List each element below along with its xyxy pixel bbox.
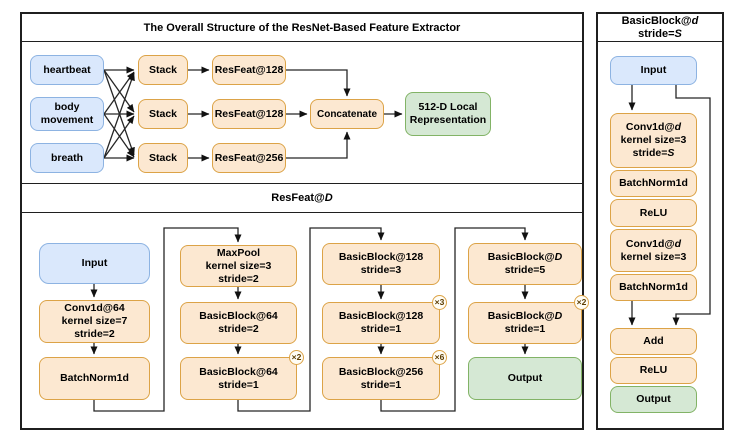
repeat-x2-badge-bbD: ×2 (574, 295, 589, 310)
resfeat-output-node: Output (468, 357, 582, 400)
resfeat256-node: ResFeat@256 (212, 143, 286, 173)
stack-node-2: Stack (138, 99, 188, 129)
basicblock-output-node: Output (610, 386, 697, 413)
input-heartbeat-node: heartbeat (30, 55, 104, 85)
repeat-x3-badge-bb128: ×3 (432, 295, 447, 310)
basicblock-batchnorm2-node: BatchNorm1d (610, 274, 697, 301)
concatenate-node: Concatenate (310, 99, 384, 129)
stack-node-1: Stack (138, 55, 188, 85)
resfeat-batchnorm-node: BatchNorm1d (39, 357, 150, 400)
basicblock-input-node: Input (610, 56, 697, 85)
stack-node-3: Stack (138, 143, 188, 173)
input-breath-node: breath (30, 143, 104, 173)
resfeat128-node-1: ResFeat@128 (212, 55, 286, 85)
resfeat-input-node: Input (39, 243, 150, 284)
basicblock-relu2-node: ReLU (610, 357, 697, 384)
overall-panel-title: The Overall Structure of the ResNet-Base… (22, 14, 582, 42)
resfeat128-node-2: ResFeat@128 (212, 99, 286, 129)
add-node: Add (610, 328, 697, 355)
repeat-x2-badge-bb64: ×2 (289, 350, 304, 365)
repeat-x6-badge-bb256: ×6 (432, 350, 447, 365)
basicblock-batchnorm1-node: BatchNorm1d (610, 170, 697, 197)
basicblock-relu1-node: ReLU (610, 199, 697, 227)
resfeat-section-title: ResFeat@D (22, 183, 582, 213)
